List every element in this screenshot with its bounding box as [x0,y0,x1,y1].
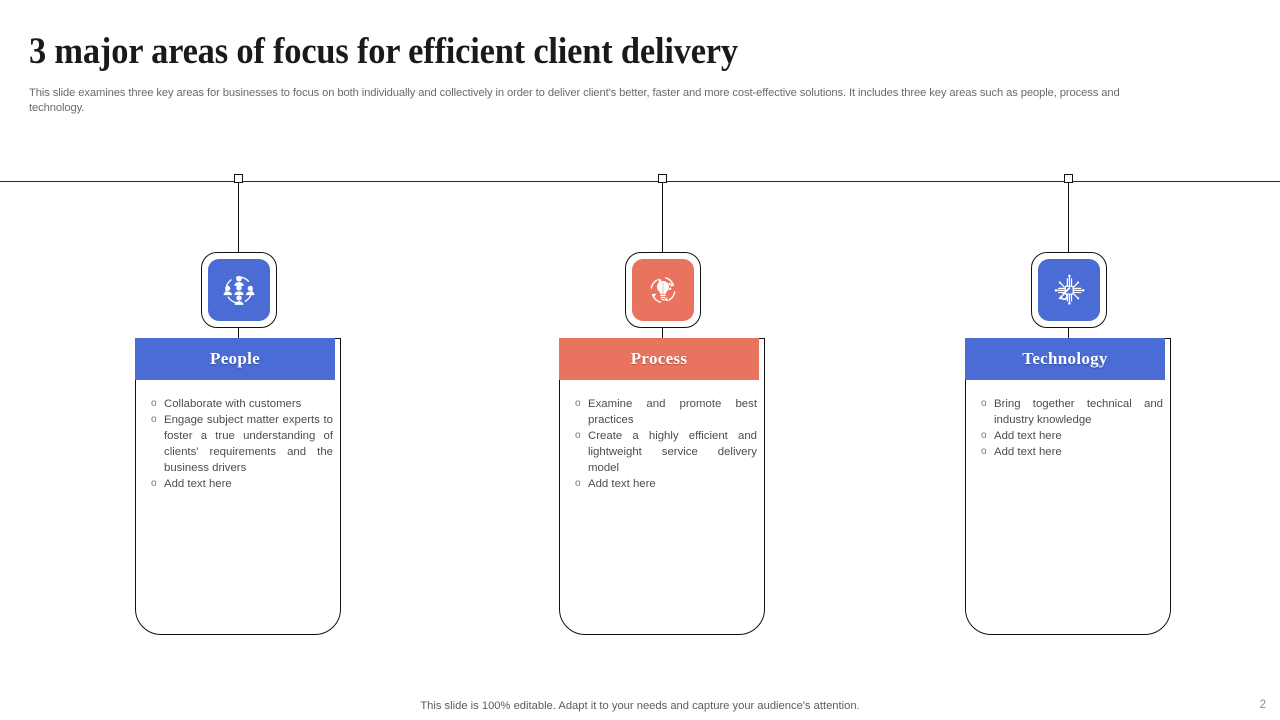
page-number: 2 [1259,699,1266,711]
list-item: o Add text here [151,476,333,492]
card-title-process: Process [630,349,688,368]
connector-stem-top [662,182,664,254]
bullet-text: Add text here [164,478,232,490]
list-item: o Add text here [575,476,757,492]
icon-inner-technology [1038,259,1100,321]
page-title: 3 major areas of focus for efficient cli… [29,31,738,72]
bullet-text: Add text here [994,430,1062,442]
list-item: o Add text here [981,444,1163,460]
icon-inner-process [632,259,694,321]
card-body-process: o Examine and promote best practices o C… [575,396,757,492]
icon-inner-people [208,259,270,321]
icon-badge-technology[interactable] [1031,252,1107,328]
bullet-text: Bring together technical and industry kn… [994,398,1163,426]
bullet-text: Collaborate with customers [164,398,302,410]
bullet-text: Create a highly efficient and lightweigh… [588,430,757,474]
card-header-people: People [135,338,335,380]
circuit-chip-icon [1049,270,1089,310]
icon-badge-people[interactable] [201,252,277,328]
list-item: o Collaborate with customers [151,396,333,412]
bullet-marker-icon: o [575,430,581,441]
list-item: o Add text here [981,428,1163,444]
card-process: Process o Examine and promote best pract… [559,338,765,635]
icon-badge-process[interactable] [625,252,701,328]
card-title-technology: Technology [1022,349,1108,368]
timeline-node-square [658,174,667,183]
connector-stem-top [238,182,240,254]
card-people: People o Collaborate with customers o En… [135,338,341,635]
bullet-marker-icon: o [575,478,581,489]
page-subtitle: This slide examines three key areas for … [29,87,1120,114]
bullet-marker-icon: o [575,398,581,409]
footer-note: This slide is 100% editable. Adapt it to… [420,700,860,712]
bullet-text: Engage subject matter experts to foster … [164,414,333,474]
card-outline [965,338,1171,635]
bullet-marker-icon: o [981,398,987,409]
bullet-marker-icon: o [151,478,157,489]
list-item: o Examine and promote best practices [575,396,757,428]
card-header-technology: Technology [965,338,1165,380]
people-network-icon [219,270,259,310]
card-outline [559,338,765,635]
timeline-node-square [1064,174,1073,183]
lightbulb-gear-cycle-icon [643,270,683,310]
bullet-marker-icon: o [981,430,987,441]
card-title-people: People [210,349,260,368]
bullet-marker-icon: o [151,414,157,425]
bullet-marker-icon: o [151,398,157,409]
connector-stem-top [1068,182,1070,254]
list-item: o Create a highly efficient and lightwei… [575,428,757,476]
timeline-node-square [234,174,243,183]
bullet-marker-icon: o [981,446,987,457]
card-body-technology: o Bring together technical and industry … [981,396,1163,460]
bullet-text: Add text here [588,478,656,490]
bullet-text: Examine and promote best practices [588,398,757,426]
list-item: o Engage subject matter experts to foste… [151,412,333,476]
timeline-divider [0,181,1280,182]
bullet-text: Add text here [994,446,1062,458]
list-item: o Bring together technical and industry … [981,396,1163,428]
card-body-people: o Collaborate with customers o Engage su… [151,396,333,492]
card-technology: Technology o Bring together technical an… [965,338,1171,635]
card-outline [135,338,341,635]
card-header-process: Process [559,338,759,380]
